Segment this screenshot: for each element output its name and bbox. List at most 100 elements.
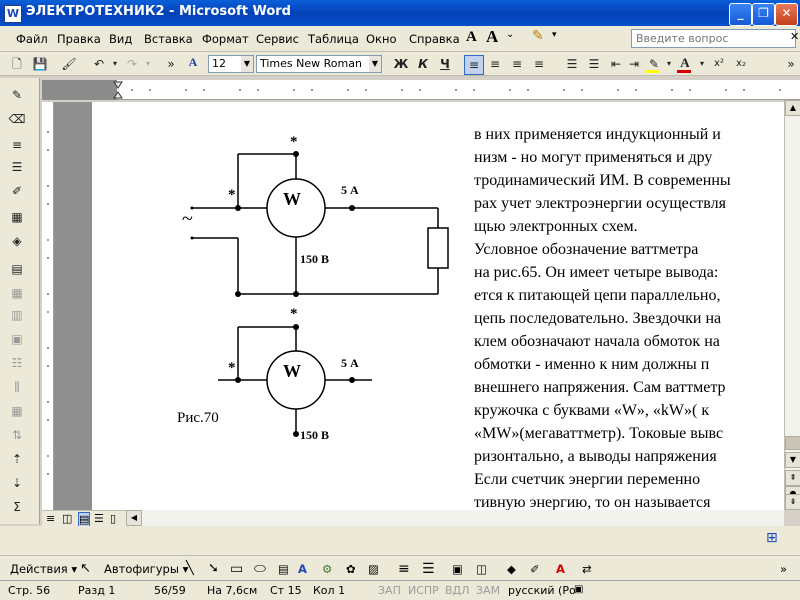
dropdown-arrow-icon[interactable]: ⌄ bbox=[506, 29, 515, 40]
outline-view-icon[interactable]: ☰ bbox=[94, 512, 104, 525]
font-name-select[interactable]: Times New Roman ▼ bbox=[256, 55, 382, 73]
border-color-icon[interactable]: ✐ bbox=[11, 184, 23, 198]
sort-descending-icon[interactable]: ⇣ bbox=[11, 476, 23, 490]
new-document-icon[interactable]: 🗋 bbox=[12, 57, 22, 71]
text-line[interactable]: ется к питающей цепи параллельно, bbox=[474, 287, 721, 304]
text-line[interactable]: кружочка с буквами «W», «kW»( к bbox=[474, 402, 710, 419]
grow-font-icon[interactable]: A bbox=[466, 29, 477, 45]
drawing-grid-icon[interactable]: ⊞ bbox=[766, 530, 778, 546]
text-line[interactable]: внешнего напряжения. Сам ваттметр bbox=[474, 379, 726, 396]
text-line[interactable]: Условное обозначение ваттметра bbox=[474, 241, 699, 258]
help-search-input[interactable]: Введите вопрос bbox=[631, 29, 796, 48]
font-size-select[interactable]: 12 ▼ bbox=[208, 55, 254, 73]
shadow-style-icon[interactable]: ▣ bbox=[452, 562, 463, 576]
line-weight-icon[interactable]: ☰ bbox=[11, 160, 23, 174]
oval-icon[interactable]: ⬭ bbox=[254, 561, 266, 577]
rectangle-icon[interactable]: ▭ bbox=[230, 561, 244, 577]
more-buttons-icon[interactable]: » bbox=[787, 57, 795, 71]
scroll-up-icon[interactable]: ▲ bbox=[785, 100, 800, 116]
menu-edit[interactable]: Правка bbox=[57, 32, 101, 46]
split-cells-icon[interactable]: ▥ bbox=[11, 308, 23, 322]
text-line[interactable]: цепь последовательно. Звездочки на bbox=[474, 310, 722, 327]
fill-color-icon[interactable]: ◆ bbox=[507, 562, 516, 576]
format-painter-icon[interactable]: 🖌 bbox=[61, 57, 77, 71]
reading-layout-icon[interactable]: ▯ bbox=[110, 512, 117, 525]
table-autoformat-icon[interactable]: ▦ bbox=[11, 404, 23, 418]
line-style-icon[interactable]: ≡ bbox=[11, 138, 23, 152]
borders-icon[interactable]: ▦ bbox=[11, 210, 23, 224]
status-track-changes[interactable]: ИСПР bbox=[408, 584, 439, 597]
document-page[interactable]: в них применяется индукционный и низм - … bbox=[92, 102, 784, 510]
bulleted-list-icon[interactable]: ☰ bbox=[588, 57, 600, 71]
align-center-button[interactable]: ≡ bbox=[489, 57, 501, 71]
text-direction-icon[interactable]: ⇅ bbox=[11, 428, 23, 442]
text-line[interactable]: тивную энергию, то он называется bbox=[474, 494, 711, 510]
font-color-icon[interactable]: A bbox=[680, 55, 690, 70]
chevron-down-icon[interactable]: ▼ bbox=[369, 56, 381, 72]
highlight-icon[interactable]: ✎ bbox=[648, 57, 660, 71]
dropdown-arrow-icon[interactable]: ▾ bbox=[552, 30, 557, 40]
distribute-rows-icon[interactable]: ☷ bbox=[11, 356, 23, 370]
word-app-icon[interactable]: W bbox=[4, 5, 22, 23]
justify-button[interactable]: ≡ bbox=[533, 57, 545, 71]
save-icon[interactable]: 💾 bbox=[32, 57, 48, 71]
close-document-icon[interactable]: ✕ bbox=[790, 30, 800, 43]
line-color-icon[interactable]: ✐ bbox=[530, 562, 540, 576]
align-cell-icon[interactable]: ▣ bbox=[11, 332, 23, 346]
scroll-thumb[interactable] bbox=[785, 436, 800, 450]
menu-view[interactable]: Вид bbox=[109, 32, 133, 46]
insert-table-icon[interactable]: ▤ bbox=[11, 262, 23, 276]
horizontal-ruler[interactable] bbox=[42, 80, 800, 100]
text-line[interactable]: щью электронных схем. bbox=[474, 218, 638, 235]
menu-insert[interactable]: Вставка bbox=[144, 32, 193, 46]
3d-style-icon[interactable]: ◫ bbox=[476, 562, 487, 576]
font-size-icon[interactable]: A bbox=[486, 27, 499, 46]
print-layout-icon[interactable]: ▤ bbox=[78, 512, 91, 527]
minimize-button[interactable]: _ bbox=[729, 3, 752, 26]
italic-button[interactable]: К bbox=[418, 57, 428, 71]
highlighter-icon[interactable]: ✎ bbox=[532, 28, 544, 44]
text-line[interactable]: ризонтально, а выводы напряжения bbox=[474, 448, 717, 465]
font-color-icon[interactable]: A bbox=[556, 562, 565, 576]
sort-ascending-icon[interactable]: ⇡ bbox=[11, 452, 23, 466]
text-line[interactable]: клем обозначают начала обмоток на bbox=[474, 333, 720, 350]
text-line[interactable]: Если счетчик энергии переменно bbox=[474, 471, 701, 488]
chevron-down-icon[interactable]: ▼ bbox=[241, 56, 253, 72]
diagram-icon[interactable]: ⚙ bbox=[322, 562, 333, 576]
text-line[interactable]: в них применяется индукционный и bbox=[474, 126, 721, 143]
chevron-down-icon[interactable]: ▾ bbox=[699, 59, 704, 68]
underline-button[interactable]: Ч bbox=[440, 57, 450, 71]
menu-format[interactable]: Формат bbox=[202, 32, 249, 46]
menu-file[interactable]: Файл bbox=[16, 32, 48, 46]
undo-icon[interactable]: ↶ bbox=[93, 57, 105, 71]
web-layout-icon[interactable]: ◫ bbox=[62, 512, 73, 525]
previous-page-icon[interactable]: ⇞ bbox=[785, 470, 800, 486]
distribute-columns-icon[interactable]: ⫼ bbox=[14, 380, 20, 394]
align-right-button[interactable]: ≡ bbox=[511, 57, 523, 71]
bold-button[interactable]: Ж bbox=[393, 57, 409, 71]
text-line[interactable]: «MW»(мегаваттметр). Токовые вывс bbox=[474, 425, 724, 442]
line-icon[interactable]: ╲ bbox=[186, 561, 194, 576]
numbered-list-icon[interactable]: ☰ bbox=[566, 57, 578, 71]
merge-cells-icon[interactable]: ▦ bbox=[11, 286, 23, 300]
redo-icon[interactable]: ↷ bbox=[126, 57, 138, 71]
shading-icon[interactable]: ◈ bbox=[12, 234, 22, 248]
status-overtype[interactable]: ЗАМ bbox=[476, 584, 501, 597]
status-record[interactable]: ЗАП bbox=[378, 584, 401, 597]
superscript-icon[interactable]: x² bbox=[714, 58, 724, 69]
next-page-icon[interactable]: ⇟ bbox=[785, 494, 800, 510]
menu-window[interactable]: Окно bbox=[366, 32, 397, 46]
more-buttons-icon[interactable]: » bbox=[167, 57, 175, 71]
normal-view-icon[interactable]: ≡ bbox=[46, 512, 56, 525]
vertical-scrollbar[interactable]: ▲ ▼ ⇞ ● ⇟ bbox=[784, 100, 800, 510]
style-icon[interactable]: A bbox=[188, 55, 198, 69]
scroll-left-icon[interactable]: ◀ bbox=[126, 510, 142, 526]
actions-menu[interactable]: Действия ▾ bbox=[10, 562, 78, 576]
more-buttons-icon[interactable]: » bbox=[780, 562, 788, 576]
text-line[interactable]: тродинамический ИМ. В современны bbox=[474, 172, 731, 189]
text-line[interactable]: обмотки - именно к ним должны п bbox=[474, 356, 710, 373]
menu-table[interactable]: Таблица bbox=[308, 32, 359, 46]
close-button[interactable]: ✕ bbox=[775, 3, 798, 26]
insert-picture-icon[interactable]: ▨ bbox=[368, 562, 379, 576]
clip-art-icon[interactable]: ✿ bbox=[346, 562, 356, 576]
